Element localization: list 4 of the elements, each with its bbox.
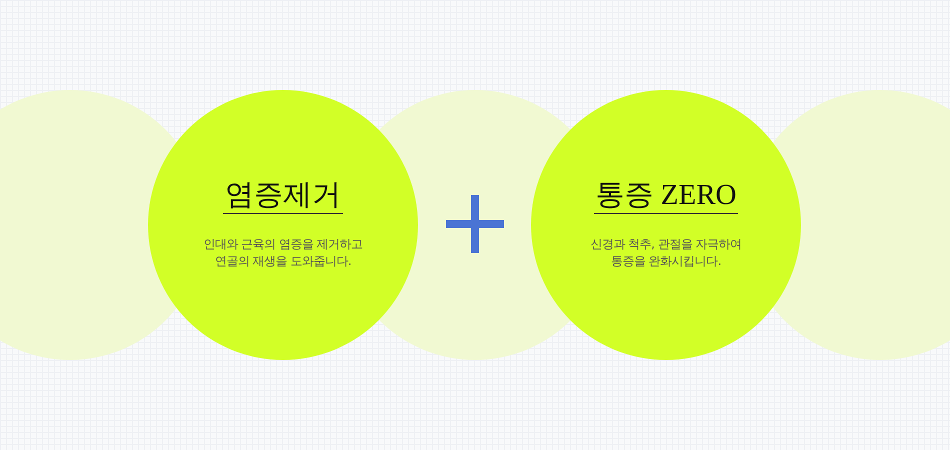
heading: 염증제거 — [223, 180, 343, 214]
heading: 통증 ZERO — [594, 180, 738, 214]
description: 인대와 근육의 염증을 제거하고 연골의 재생을 도와줍니다. — [202, 236, 364, 270]
description: 신경과 척추, 관절을 자극하여 통증을 완화시킵니다. — [589, 236, 743, 270]
